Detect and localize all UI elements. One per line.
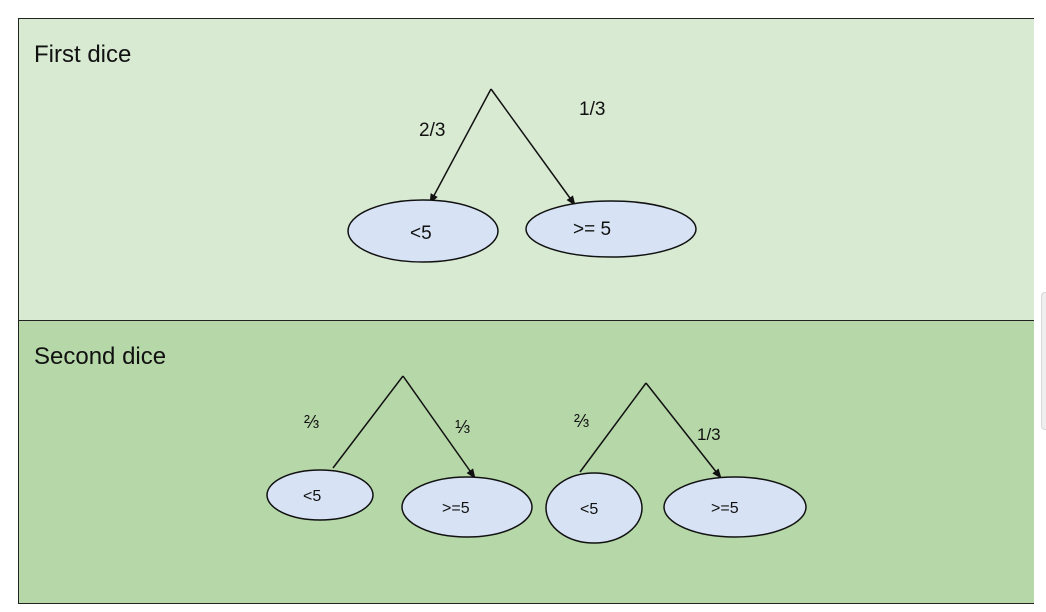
tree2-node-greater-equal-5-label: >=5 <box>711 500 739 517</box>
tree1-node-less-than-5 <box>266 469 374 521</box>
tree1-node-less-than-5-label: <5 <box>303 488 321 505</box>
node-less-than-5-label: <5 <box>410 223 432 244</box>
tree1-prob-left: ⅔ <box>304 412 319 432</box>
branch-left <box>429 88 492 204</box>
tree1-node-greater-equal-5-label: >=5 <box>442 500 470 517</box>
tree1-node-greater-equal-5 <box>401 476 533 538</box>
tree2-node-less-than-5 <box>545 472 643 544</box>
tree2-prob-left: ⅔ <box>574 411 589 431</box>
prob-left: 2/3 <box>419 120 445 141</box>
tree2-prob-right: 1/3 <box>697 425 721 444</box>
scrollbar-thumb[interactable] <box>1041 292 1046 430</box>
node-greater-equal-5 <box>525 200 697 258</box>
tree2-branch-right <box>645 382 722 479</box>
tree1-prob-right: ⅓ <box>455 417 470 437</box>
second-dice-row: Second dice ⅔ ⅓ <5 >=5 ⅔ 1/3 <5 >= <box>19 321 1034 603</box>
second-dice-trees: ⅔ ⅓ <5 >=5 ⅔ 1/3 <5 >=5 <box>266 375 807 544</box>
dice-table: First dice 2/3 1/3 <5 >= 5 Second dice <box>18 18 1034 604</box>
first-dice-tree: 2/3 1/3 <5 >= 5 <box>347 88 697 263</box>
tree2-node-less-than-5-label: <5 <box>580 501 598 518</box>
tree1-branch-left <box>332 375 404 469</box>
node-less-than-5 <box>347 199 499 263</box>
first-dice-row: First dice 2/3 1/3 <5 >= 5 <box>19 19 1034 321</box>
node-greater-equal-5-label: >= 5 <box>573 219 611 240</box>
tree2-branch-left <box>579 382 647 473</box>
second-dice-title: Second dice <box>34 343 167 370</box>
prob-right: 1/3 <box>579 99 605 120</box>
first-dice-title: First dice <box>34 41 132 68</box>
branch-right <box>490 88 576 206</box>
tree2-node-greater-equal-5 <box>663 476 807 538</box>
tree1-branch-right <box>402 375 476 479</box>
